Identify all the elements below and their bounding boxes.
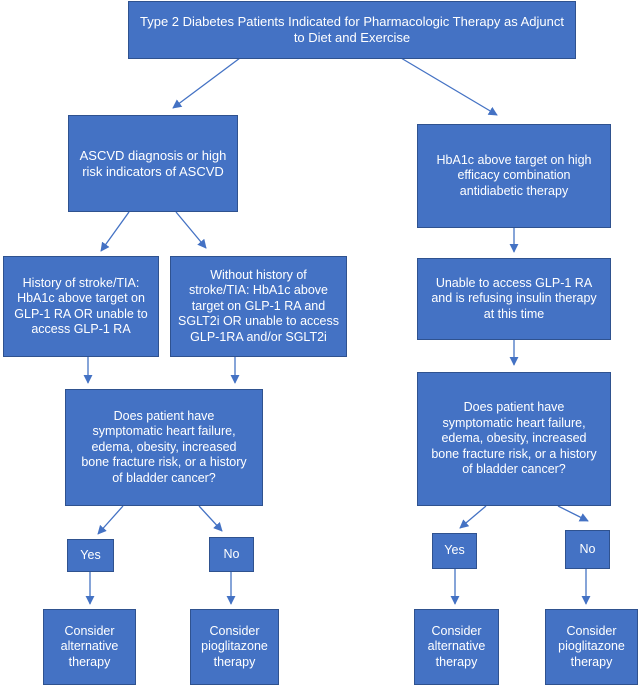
arrow-root-to-ascvd <box>172 57 241 109</box>
arrow-ascvd-to-stroke <box>100 211 130 252</box>
stroke-history-node: History of stroke/TIA: HbA1c above targe… <box>3 256 159 357</box>
consider-alternative-left: Consider alternative therapy <box>43 609 136 685</box>
no-stroke-history-node: Without history of stroke/TIA: HbA1c abo… <box>170 256 347 357</box>
hba1c-node: HbA1c above target on high efficacy comb… <box>417 124 611 228</box>
no-node-right: No <box>565 530 610 569</box>
arrow-questionl-to-yes <box>97 505 124 535</box>
arrow-questionr-to-no <box>557 505 589 522</box>
no-node-left: No <box>209 537 254 572</box>
consider-alternative-right: Consider alternative therapy <box>414 609 499 685</box>
yes-node-right: Yes <box>432 533 477 569</box>
arrow-questionl-to-no <box>198 505 223 532</box>
arrow-ascvd-to-nostroke <box>175 211 207 249</box>
consider-pioglitazone-left: Consider pioglitazone therapy <box>190 609 279 685</box>
yes-node-left: Yes <box>67 539 114 572</box>
question-node-left: Does patient have symptomatic heart fail… <box>65 389 263 506</box>
question-node-right: Does patient have symptomatic heart fail… <box>417 372 611 506</box>
arrow-questionr-to-yes <box>459 505 487 529</box>
ascvd-node: ASCVD diagnosis or high risk indicators … <box>68 115 238 212</box>
unable-glp1-node: Unable to access GLP-1 RA and is refusin… <box>417 258 611 340</box>
arrow-root-to-hba1c <box>400 57 498 116</box>
root-node: Type 2 Diabetes Patients Indicated for P… <box>128 1 576 59</box>
consider-pioglitazone-right: Consider pioglitazone therapy <box>545 609 638 685</box>
